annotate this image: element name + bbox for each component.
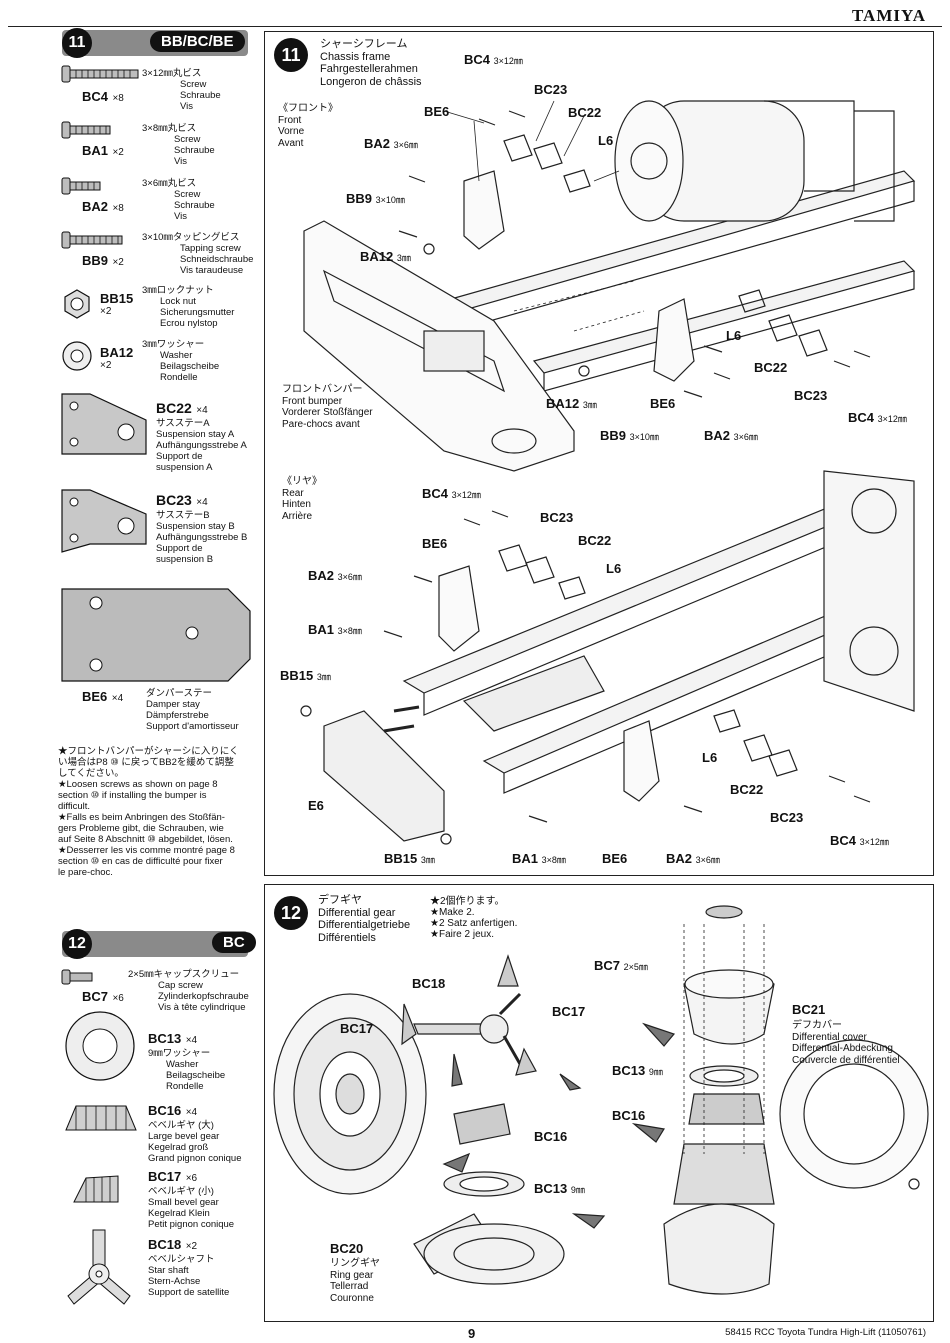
part-bc4: BC4 ×8	[82, 89, 124, 104]
part-bb15-desc: 3㎜ロックナット Lock nut Sicherungsmutter Ecrou…	[142, 285, 235, 329]
step11-number-badge: 11	[62, 28, 92, 58]
part-bb9-desc: 3×10㎜タッピングビス Tapping screw Schneidschrau…	[142, 232, 254, 276]
part-ba12: BA12 ×2	[100, 345, 134, 371]
part-bc4-desc: 3×12㎜丸ビス Screw Schraube Vis	[142, 68, 221, 112]
callout-bc21: BC21	[792, 1002, 826, 1017]
callout-bc22-front: BC22	[568, 105, 602, 120]
callout-l6-front-right: L6	[726, 328, 742, 343]
callout-bb15-rear-bottom: BB15 3㎜	[384, 851, 435, 866]
callout-l6-rear: L6	[606, 561, 622, 576]
callout-bc20: BC20	[330, 1241, 364, 1256]
callout-bb9-front: BB9 3×10㎜	[346, 191, 405, 206]
part-ba12-desc: 3㎜ワッシャー Washer Beilagscheibe Rondelle	[142, 339, 220, 383]
step11-panel	[264, 31, 934, 876]
step11-bag-badge: BB/BC/BE	[150, 31, 245, 52]
callout-e6: E6	[308, 798, 324, 813]
step12-bag-badge: BC	[212, 932, 256, 953]
callout-bc4-rear: BC4 3×12㎜	[422, 486, 481, 501]
callout-bc16-right: BC16	[612, 1108, 646, 1123]
callout-be6-front: BE6	[424, 104, 450, 119]
callout-bc18: BC18	[412, 976, 446, 991]
diff-part-icons	[61, 969, 137, 1305]
callout-bc23-rear-right: BC23	[770, 810, 804, 825]
callout-bc13-center: BC13 9㎜	[534, 1181, 585, 1196]
brand-logo: TAMIYA	[851, 6, 926, 25]
screw-icons	[61, 65, 139, 249]
callout-ba2-front-bottom: BA2 3×6㎜	[704, 428, 758, 443]
part-bc23: BC23 ×4 サスステーB Suspension stay B Aufhäng…	[156, 492, 248, 565]
step11-panel-number: 11	[274, 38, 308, 72]
part-bb9: BB9 ×2	[82, 253, 124, 268]
part-bc7: BC7 ×6	[82, 989, 124, 1004]
callout-bc23-front-right: BC23	[794, 388, 828, 403]
callout-be6-front-bottom: BE6	[650, 396, 676, 411]
callout-ba2-rear: BA2 3×6㎜	[308, 568, 362, 583]
header-rule	[8, 26, 942, 27]
differential-gear-diagram	[273, 905, 929, 1295]
damper-stay-icon	[61, 588, 251, 682]
part-be6: BE6 ×4	[82, 689, 124, 704]
callout-ba2-rear-bottom: BA2 3×6㎜	[666, 851, 720, 866]
callout-bc23-rear: BC23	[540, 510, 574, 525]
callout-ba12-front: BA12 3㎜	[360, 249, 411, 264]
callout-bb9-front-bottom: BB9 3×10㎜	[600, 428, 659, 443]
callout-be6-rear: BE6	[422, 536, 448, 551]
chassis-frame-diagram	[300, 100, 916, 845]
callout-l6-rear-right: L6	[702, 750, 718, 765]
part-bc13: BC13 ×4 9㎜ワッシャー Washer Beilagscheibe Ron…	[148, 1031, 226, 1092]
part-bc18: BC18 ×2 ベベルシャフト Star shaft Stern-Achse S…	[148, 1237, 230, 1298]
step11-title: シャーシフレーム Chassis frame Fahrgestellerahme…	[320, 38, 422, 88]
callout-l6-front: L6	[598, 133, 614, 148]
step12-panel	[264, 884, 934, 1322]
step12-panel-number: 12	[274, 896, 308, 930]
suspension-stay-icons	[61, 393, 147, 553]
callout-bc23-front: BC23	[534, 82, 568, 97]
callout-bc13-right: BC13 9㎜	[612, 1063, 663, 1078]
part-bc16: BC16 ×4 ベベルギヤ (大) Large bevel gear Kegel…	[148, 1103, 242, 1164]
callout-ba2-front: BA2 3×6㎜	[364, 136, 418, 151]
part-ba2: BA2 ×8	[82, 199, 124, 214]
part-bc17: BC17 ×6 ベベルギヤ (小) Small bevel gear Kegel…	[148, 1169, 235, 1230]
callout-ba1-rear: BA1 3×8㎜	[308, 622, 362, 637]
callout-ba1-rear-bottom: BA1 3×8㎜	[512, 851, 566, 866]
part-be6-desc: ダンパーステー Damper stay Dämpferstrebe Suppor…	[146, 688, 239, 732]
callout-bc4-rear-right: BC4 3×12㎜	[830, 833, 889, 848]
callout-bc4-front-right: BC4 3×12㎜	[848, 410, 907, 425]
callout-bc17-left: BC17	[340, 1021, 374, 1036]
callout-bc4-front: BC4 3×12㎜	[464, 52, 523, 67]
nut-washer-icons	[62, 289, 92, 371]
part-ba1: BA1 ×2	[82, 143, 124, 158]
callout-bc22-rear: BC22	[578, 533, 612, 548]
callout-bc17-right: BC17	[552, 1004, 586, 1019]
callout-be6-rear-bottom: BE6	[602, 851, 628, 866]
part-bc22: BC22 ×4 サスステーA Suspension stay A Aufhäng…	[156, 400, 247, 473]
part-ba2-desc: 3×6㎜丸ビス Screw Schraube Vis	[142, 178, 215, 222]
manual-reference: 58415 RCC Toyota Tundra High-Lift (11050…	[725, 1327, 926, 1338]
part-bb15: BB15 ×2	[100, 291, 134, 317]
callout-bc22-front-right: BC22	[754, 360, 788, 375]
callout-ba12-front-bottom: BA12 3㎜	[546, 396, 597, 411]
callout-bb15-rear: BB15 3㎜	[280, 668, 331, 683]
bumper-install-notes: ★フロントバンパーがシャーシに入りにくい場合はP8 ⑩ に戻ってBB2を緩めて調…	[58, 746, 239, 878]
step12-number-badge: 12	[62, 929, 92, 959]
make-two-note: ★2個作ります。★Make 2. ★2 Satz anfertigen.★Fai…	[430, 896, 518, 940]
part-ba1-desc: 3×8㎜丸ビス Screw Schraube Vis	[142, 123, 215, 167]
callout-bc16-center: BC16	[534, 1129, 568, 1144]
callout-bc7: BC7 2×5㎜	[594, 958, 648, 973]
page-number: 9	[468, 1326, 476, 1341]
part-bc7-desc: 2×5㎜キャップスクリュー Cap screw Zylinderkopfschr…	[128, 969, 249, 1013]
callout-bc22-rear-right: BC22	[730, 782, 764, 797]
